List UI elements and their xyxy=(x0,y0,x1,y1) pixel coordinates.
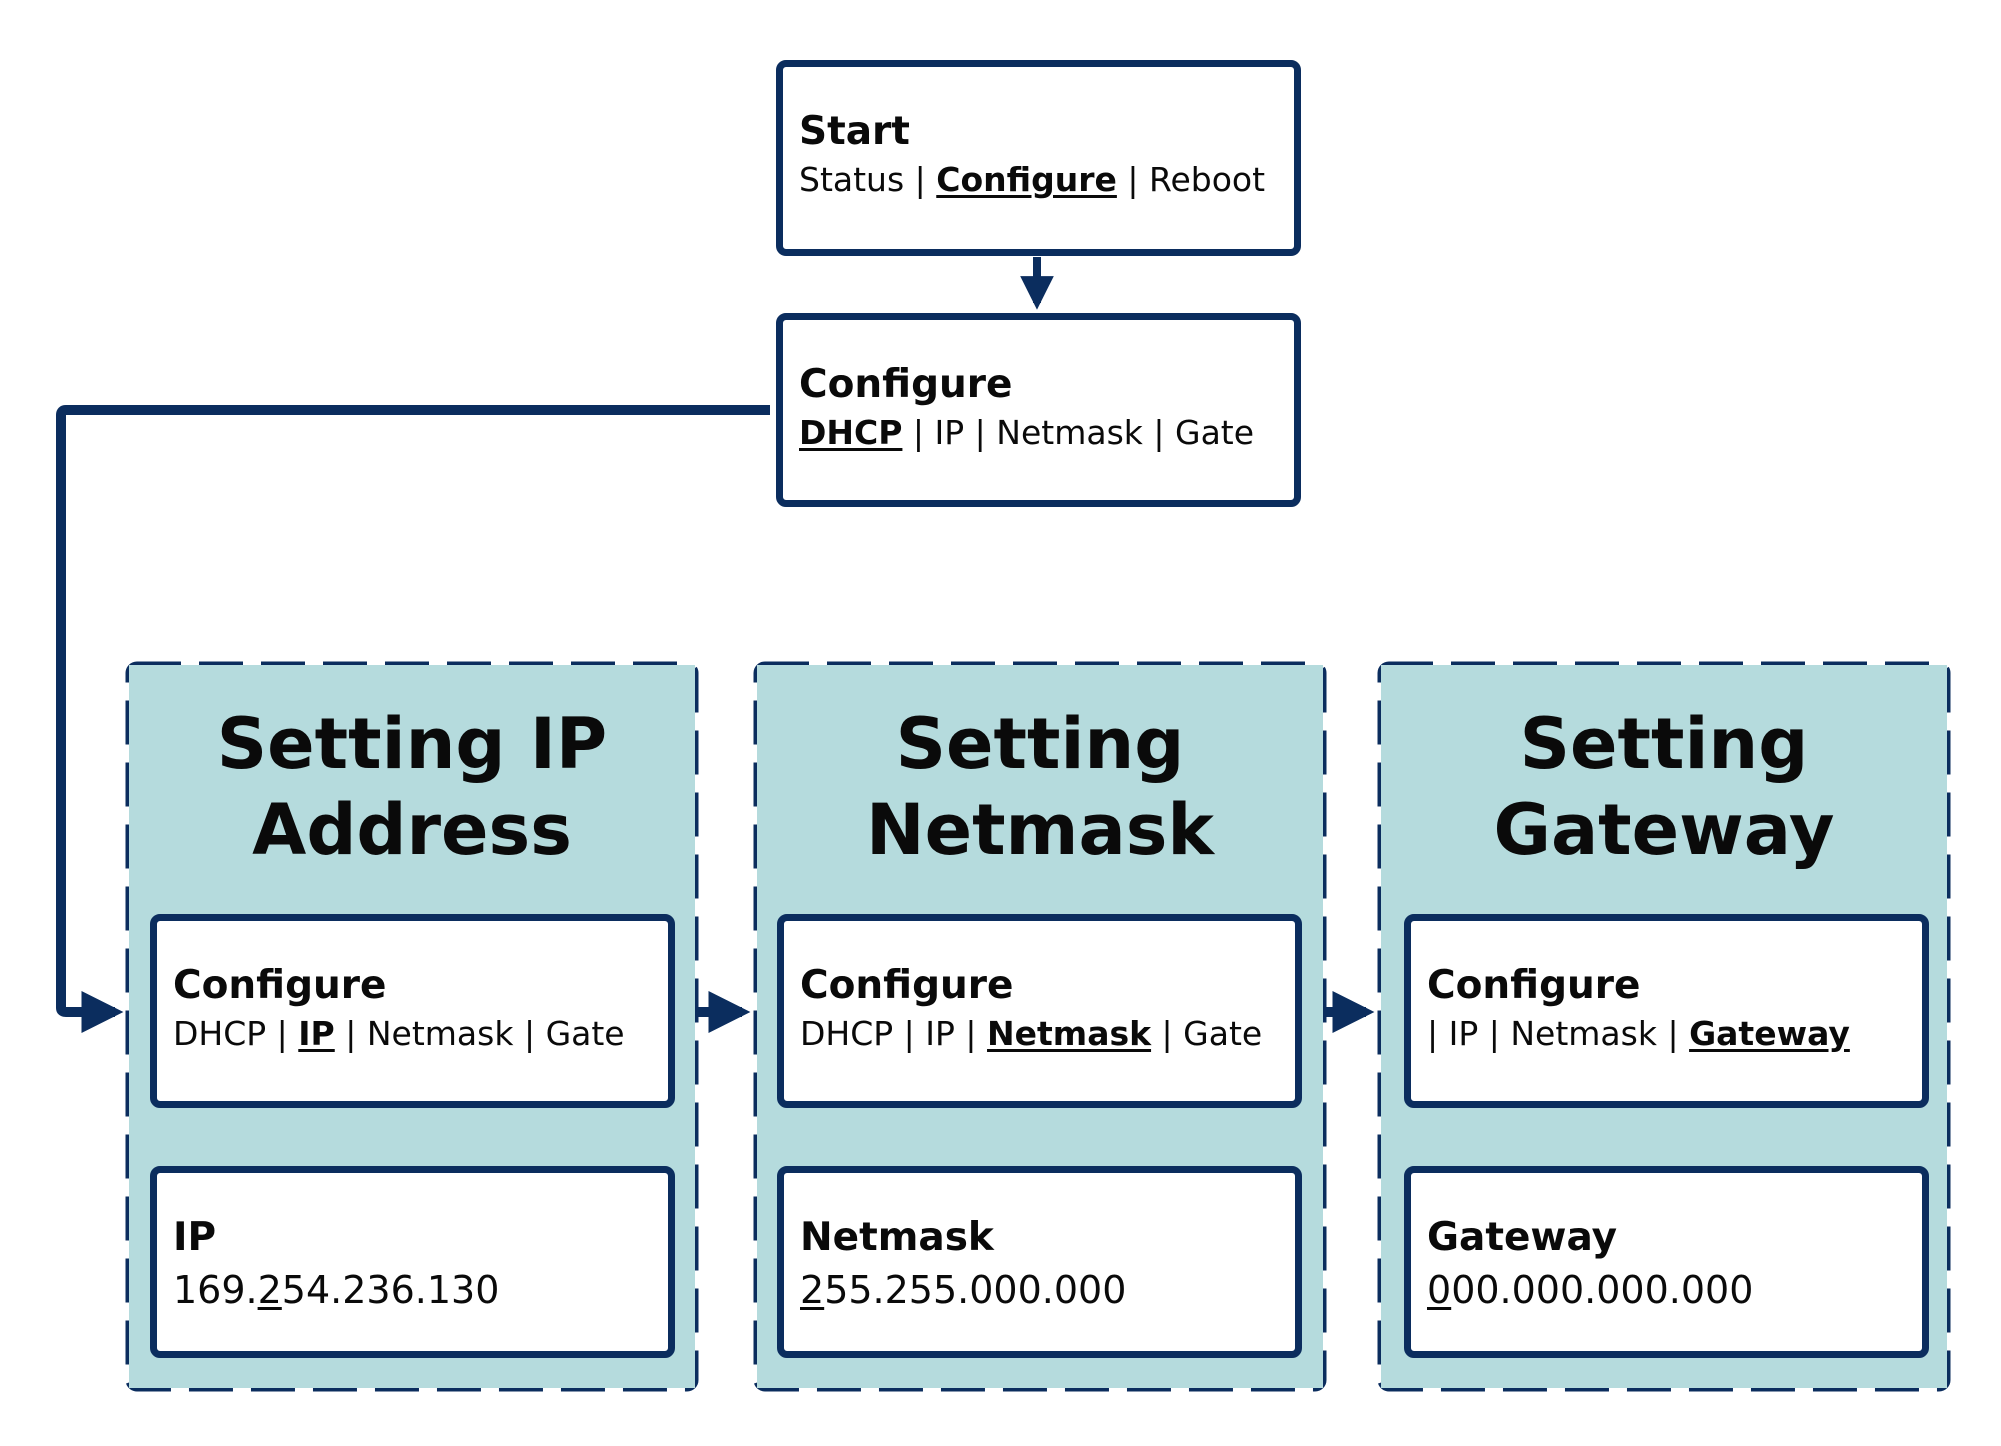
value-after-cursor: 55.255.000.000 xyxy=(824,1268,1127,1312)
group-title-line1: Setting xyxy=(895,703,1185,785)
option-separator: | xyxy=(1116,160,1149,199)
netmask-menu-title: Configure xyxy=(800,963,1014,1008)
menu-option: IP xyxy=(1448,1014,1479,1053)
netmask-field-value: 255.255.000.000 xyxy=(800,1267,1126,1313)
menu-option: Gate xyxy=(1175,413,1255,452)
gateway-menu-title: Configure xyxy=(1427,963,1641,1008)
group-title-line2: Gateway xyxy=(1493,789,1835,871)
menu-option: Netmask xyxy=(987,1014,1152,1053)
netmask-field-label: Netmask xyxy=(800,1215,994,1260)
gateway-field-value: 000.000.000.000 xyxy=(1427,1267,1753,1313)
ip-field-value: 169.254.236.130 xyxy=(173,1267,499,1313)
group-title-line1: Setting IP xyxy=(216,703,608,785)
group-setting-ip-title: Setting IP Address xyxy=(129,701,695,873)
menu-option: Configure xyxy=(936,160,1117,199)
menu-option: DHCP xyxy=(799,413,903,452)
menu-option: Status xyxy=(799,160,905,199)
option-separator: | xyxy=(1656,1014,1690,1053)
netmask-menu-options: DHCP | IP | Netmask | Gate xyxy=(800,1013,1262,1055)
menu-option: Netmask xyxy=(1510,1014,1657,1053)
ip-field-label: IP xyxy=(173,1215,217,1260)
menu-option: Gate xyxy=(545,1014,625,1053)
value-after-cursor: 54.236.130 xyxy=(281,1268,500,1312)
menu-option: DHCP xyxy=(173,1014,267,1053)
menu-option: IP xyxy=(934,413,965,452)
group-title-line1: Setting xyxy=(1519,703,1809,785)
menu-option: Gateway xyxy=(1689,1014,1850,1053)
option-separator: | xyxy=(1142,413,1175,452)
ip-menu-options: DHCP | IP | Netmask | Gate xyxy=(173,1013,625,1055)
arrow-configure-to-ip-group xyxy=(56,405,770,1033)
configure-node: Configure DHCP | IP | Netmask | Gate xyxy=(776,313,1301,507)
ip-menu-node: Configure DHCP | IP | Netmask | Gate xyxy=(150,914,675,1108)
option-separator: | xyxy=(902,413,935,452)
option-separator: | xyxy=(1427,1014,1449,1053)
group-title-line2: Netmask xyxy=(866,789,1214,871)
menu-option: IP xyxy=(925,1014,955,1053)
group-title-line2: Address xyxy=(252,789,572,871)
configure-node-title: Configure xyxy=(799,362,1013,407)
menu-option: Reboot xyxy=(1149,160,1266,199)
group-setting-netmask-title: Setting Netmask xyxy=(757,701,1323,873)
menu-option: Netmask xyxy=(366,1014,514,1053)
option-separator: | xyxy=(334,1014,367,1053)
option-separator: | xyxy=(266,1014,299,1053)
option-separator: | xyxy=(954,1014,988,1053)
value-after-cursor: 00.000.000.000 xyxy=(1451,1268,1754,1312)
group-setting-netmask: Setting Netmask Configure DHCP | IP | Ne… xyxy=(757,665,1323,1388)
option-separator: | xyxy=(1478,1014,1511,1053)
netmask-field-node: Netmask 255.255.000.000 xyxy=(777,1166,1302,1358)
gateway-menu-node: Configure | IP | Netmask | Gateway xyxy=(1404,914,1929,1108)
gateway-menu-options: | IP | Netmask | Gateway xyxy=(1427,1013,1850,1055)
value-cursor-digit: 2 xyxy=(257,1268,282,1312)
group-setting-gateway: Setting Gateway Configure | IP | Netmask… xyxy=(1381,665,1947,1388)
gateway-field-label: Gateway xyxy=(1427,1215,1617,1260)
group-setting-gateway-title: Setting Gateway xyxy=(1381,701,1947,873)
value-cursor-digit: 2 xyxy=(800,1268,825,1312)
ip-menu-title: Configure xyxy=(173,963,387,1008)
gateway-field-node: Gateway 000.000.000.000 xyxy=(1404,1166,1929,1358)
start-node-title: Start xyxy=(799,109,910,154)
ip-field-node: IP 169.254.236.130 xyxy=(150,1166,675,1358)
menu-option: Gate xyxy=(1183,1014,1263,1053)
menu-option: Netmask xyxy=(996,413,1143,452)
start-node-options: Status | Configure | Reboot xyxy=(799,159,1265,201)
option-separator: | xyxy=(964,413,997,452)
value-before-cursor: 169. xyxy=(173,1268,258,1312)
netmask-menu-node: Configure DHCP | IP | Netmask | Gate xyxy=(777,914,1302,1108)
option-separator: | xyxy=(513,1014,546,1053)
menu-option: IP xyxy=(298,1014,335,1053)
menu-option: DHCP xyxy=(800,1014,894,1053)
group-setting-ip: Setting IP Address Configure DHCP | IP |… xyxy=(129,665,695,1388)
start-node: Start Status | Configure | Reboot xyxy=(776,60,1301,256)
option-separator: | xyxy=(904,160,937,199)
configure-node-options: DHCP | IP | Netmask | Gate xyxy=(799,412,1254,454)
option-separator: | xyxy=(893,1014,926,1053)
value-cursor-digit: 0 xyxy=(1427,1268,1452,1312)
option-separator: | xyxy=(1151,1014,1184,1053)
